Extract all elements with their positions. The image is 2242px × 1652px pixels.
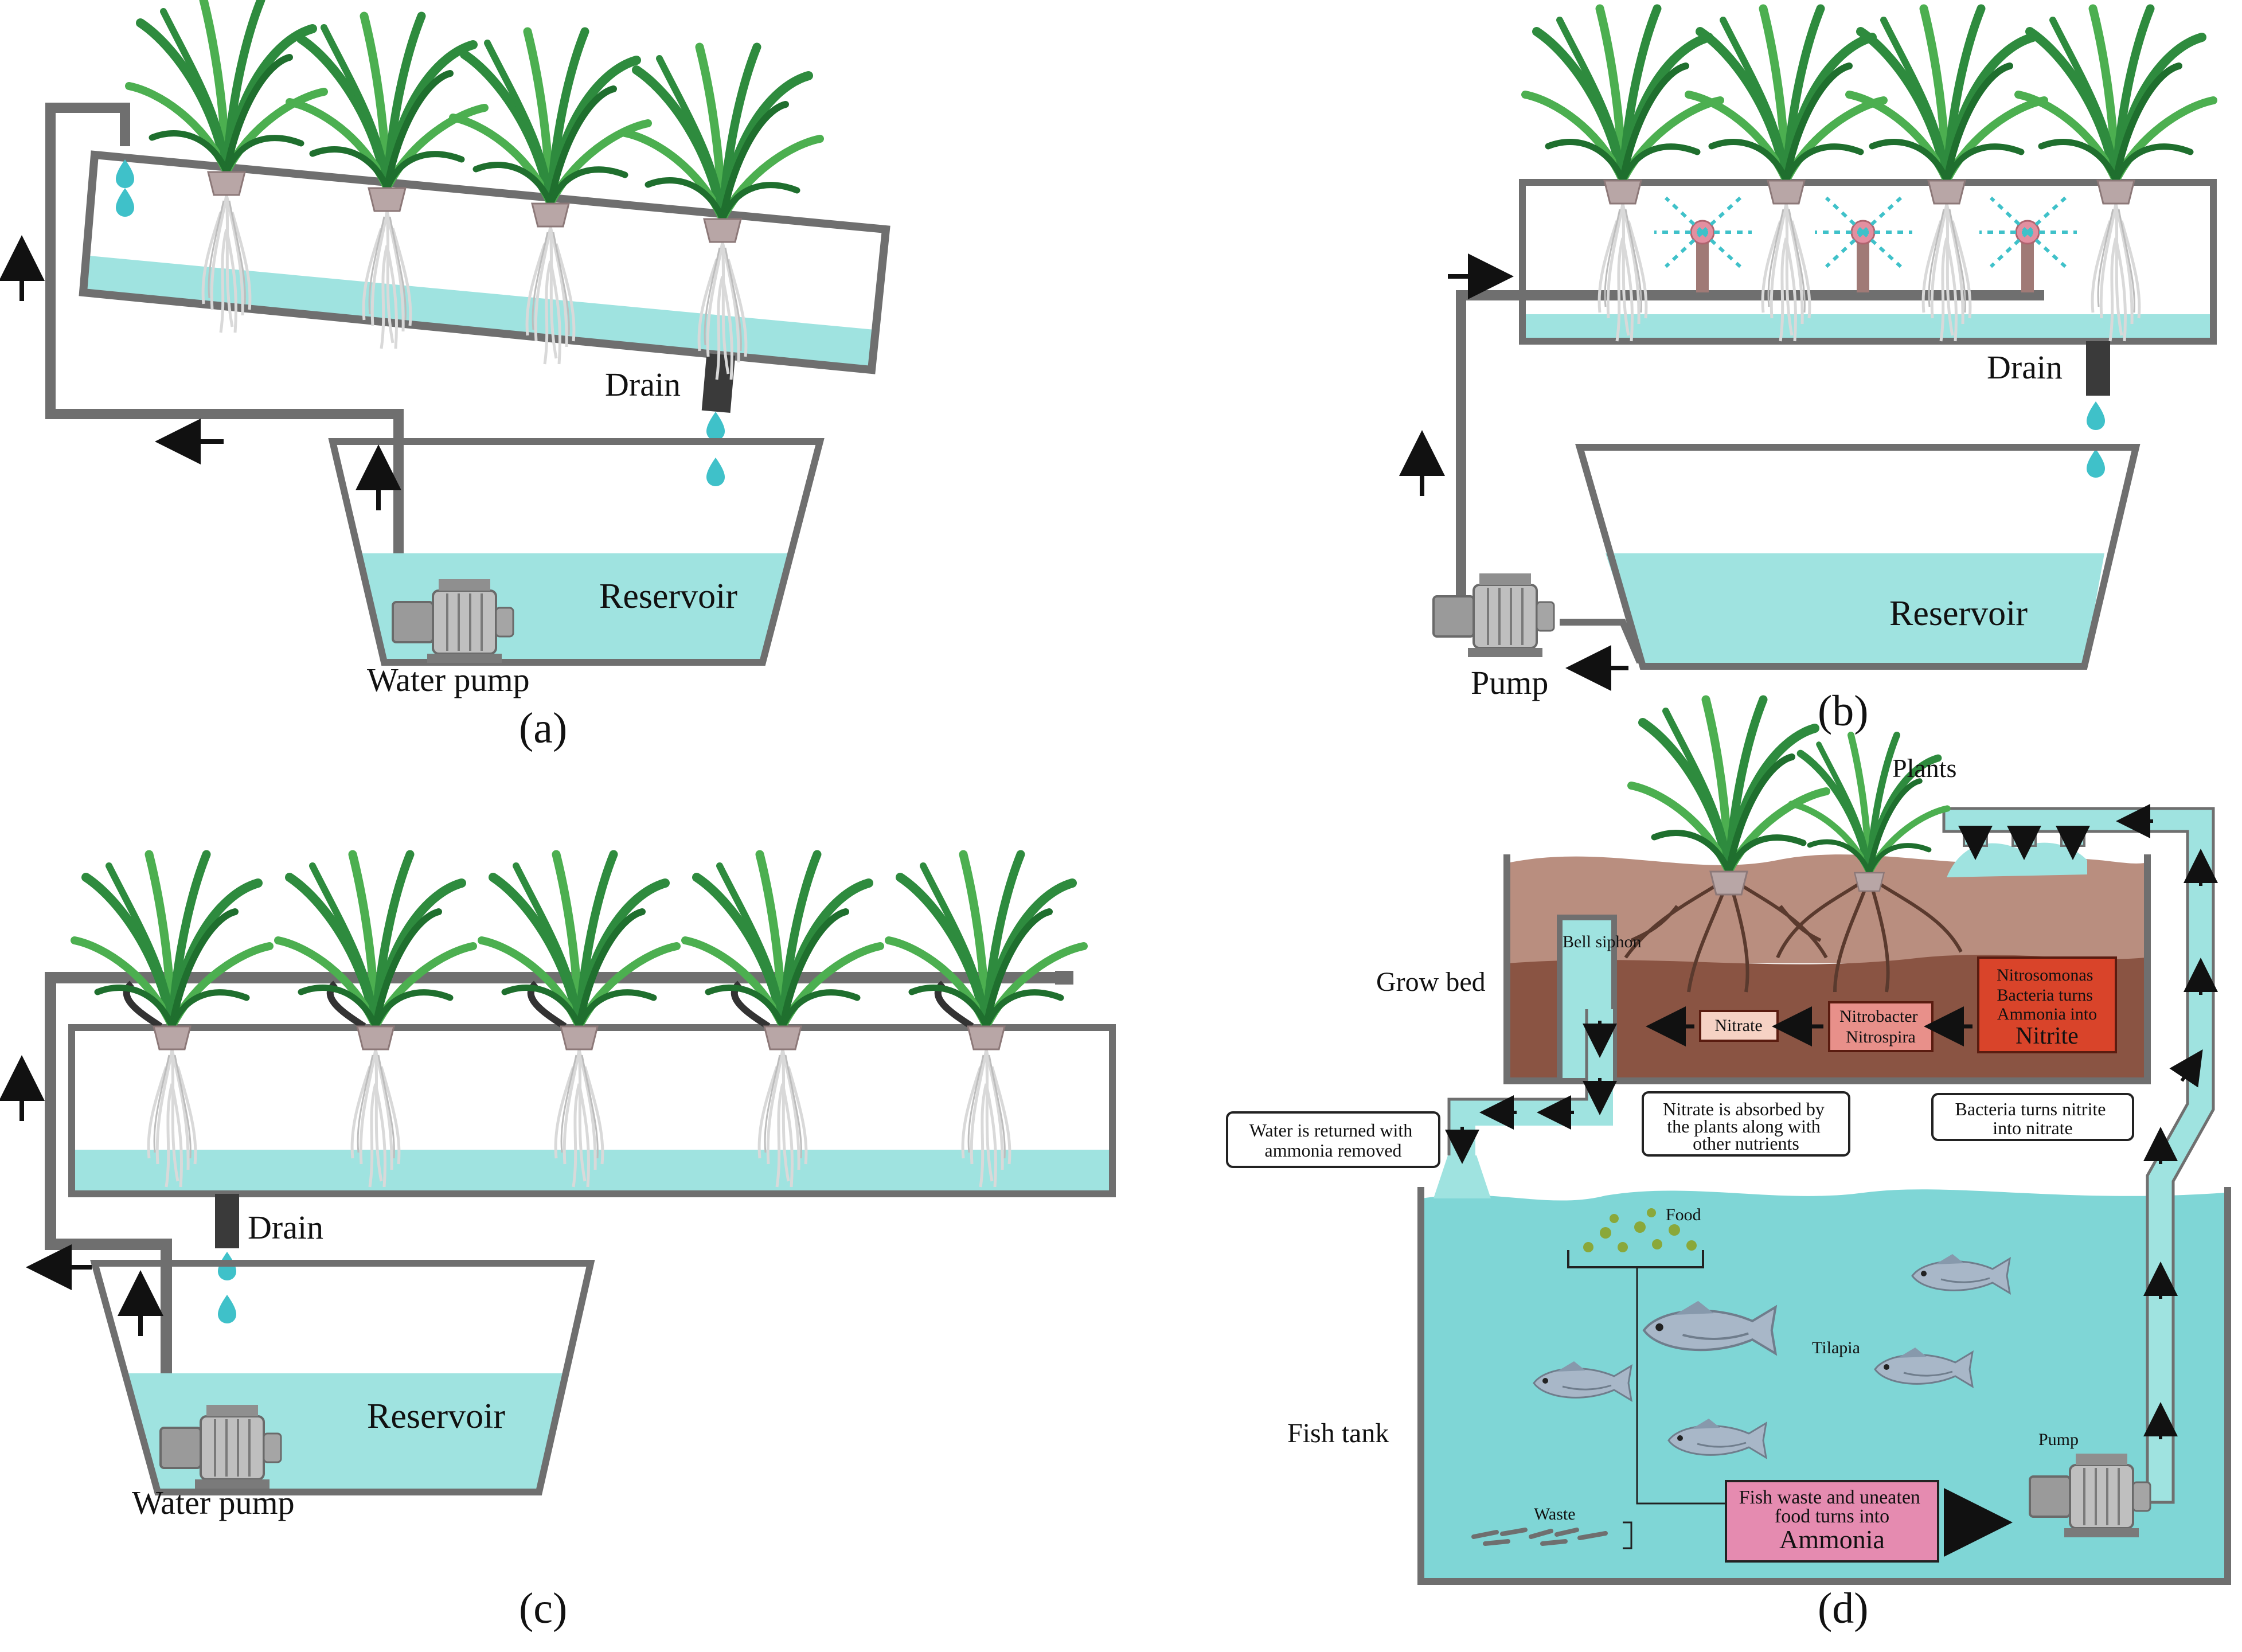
- panel-b: Drain Reservoir Pump (b): [1399, 9, 2217, 735]
- bacteria-nitrite-text-1: Bacteria turns nitrite: [1955, 1099, 2106, 1119]
- plant-icon: [889, 854, 1084, 1187]
- bacteria-nitrite-text-2: into nitrate: [1993, 1118, 2073, 1138]
- svg-text:Nitrobacter Nitrospira: Nitrobacter Nitrospira: [1839, 1007, 1922, 1046]
- food-pellets: [1583, 1208, 1697, 1252]
- plant-icon: [482, 854, 677, 1187]
- nitrobacter-text-1: Nitrobacter: [1839, 1007, 1918, 1026]
- waste-label: Waste: [1534, 1505, 1576, 1524]
- nitrosomonas-text-3: Ammonia into: [1997, 1005, 2097, 1024]
- plant-icon: [2018, 9, 2213, 341]
- grow-bed-label: Grow bed: [1376, 967, 1486, 997]
- water-drop-icon: [218, 1295, 236, 1323]
- panel-caption-c: (c): [519, 1584, 567, 1633]
- fish-tank-frame: [1417, 1187, 2231, 1585]
- plant-icon: [1624, 700, 1826, 993]
- nitrate-absorbed-text-3: other nutrients: [1693, 1133, 1799, 1154]
- pump-label: Pump: [2038, 1430, 2079, 1449]
- drain-c: [215, 1194, 239, 1248]
- reservoir-water-b: [1606, 553, 2104, 665]
- water-drop-icon: [116, 188, 134, 217]
- reservoir-frame-c: [90, 1260, 595, 1495]
- trough-water-c: [72, 1150, 1112, 1193]
- panel-caption-d: (d): [1818, 1584, 1869, 1633]
- svg-text:Water is returned with a: Water is returned with ammonia removed: [1249, 1120, 1417, 1161]
- water-drop-icon: [706, 458, 725, 486]
- pipe-end-cap: [1055, 971, 1073, 985]
- bell-siphon-label: Bell siphon: [1563, 932, 1642, 951]
- supply-pipe-b: [1456, 290, 2044, 599]
- grow-bed-soil-top: [1507, 854, 2145, 963]
- water-drop-icon: [706, 412, 725, 440]
- food-label: Food: [1666, 1205, 1701, 1224]
- plants-label: Plants: [1892, 753, 1956, 783]
- nitrate-absorbed-text-2: the plants along with: [1667, 1116, 1821, 1137]
- tilapia-label: Tilapia: [1812, 1338, 1860, 1357]
- plant-icon: [75, 854, 269, 1187]
- water-returned-box: [1226, 1111, 1440, 1168]
- return-pipe-b: [1560, 619, 1643, 664]
- water-returned-text-2: ammonia removed: [1264, 1140, 1401, 1161]
- reservoir-label: Reservoir: [599, 577, 737, 616]
- flow-arrow-icons: [1445, 804, 2218, 1439]
- ammonia-label: Ammonia: [1779, 1525, 1885, 1554]
- nitrate-box: [1699, 1010, 1779, 1042]
- nitrobacter-text-2: Nitrospira: [1846, 1028, 1916, 1046]
- water-drop-icon: [116, 159, 134, 188]
- nitrite-label: Nitrite: [2016, 1023, 2079, 1049]
- waterfall: [1434, 1155, 1491, 1198]
- water-drop-icon: [2087, 449, 2105, 478]
- nitrate-label: Nitrate: [1714, 1016, 1762, 1035]
- pump-icon: [1432, 572, 1555, 658]
- waste-bracket: [1623, 1521, 1632, 1549]
- drain-label: Drain: [248, 1209, 323, 1246]
- fish-tank-water: [1422, 1189, 2225, 1580]
- water-drop-icon: [2087, 401, 2105, 430]
- nitrobacter-box: [1828, 1001, 1934, 1052]
- reservoir-frame-b: [1575, 444, 2141, 670]
- trough-frame-b: [1519, 179, 2217, 345]
- nitrosomonas-box: [1977, 956, 2117, 1053]
- water-pump-label: Water pump: [367, 661, 530, 698]
- svg-text:Bacteria turns nitrite i: Bacteria turns nitrite into nitrate: [1955, 1099, 2110, 1138]
- reservoir-label: Reservoir: [1889, 594, 2028, 633]
- fish-tank-label: Fish tank: [1287, 1418, 1389, 1448]
- reservoir-label: Reservoir: [367, 1397, 505, 1436]
- panel-c: Drain Reservoir Water pump (c): [0, 854, 1116, 1633]
- svg-text:Nitrate is absorbed by t: Nitrate is absorbed by the plants along …: [1663, 1099, 1829, 1154]
- nitrosomonas-text-2: Bacteria turns: [1997, 986, 2093, 1005]
- drain-label: Drain: [605, 366, 681, 403]
- grow-bed-frame: [1503, 854, 2151, 1084]
- bacteria-nitrite-box: [1931, 1093, 2134, 1141]
- grow-bed-water-pool: [1947, 842, 2087, 877]
- panel-a: Drain Reservoir Water pump (a): [0, 0, 890, 752]
- nitrate-absorbed-text-1: Nitrate is absorbed by: [1663, 1099, 1825, 1119]
- water-returned-text-1: Water is returned with: [1249, 1120, 1412, 1141]
- ammonia-text-2: food turns into: [1775, 1506, 1889, 1527]
- spray-mist: [1654, 196, 2077, 268]
- ammonia-text-1: Fish waste and uneaten: [1739, 1487, 1920, 1508]
- pump-label: Pump: [1471, 664, 1548, 701]
- trough-water-a: [83, 255, 874, 367]
- svg-text:Fish waste and uneaten f: Fish waste and uneaten food turns into: [1739, 1487, 1925, 1527]
- panel-caption-b: (b): [1818, 687, 1869, 735]
- drain-label: Drain: [1987, 349, 2063, 386]
- plant-icon: [1776, 735, 1963, 993]
- water-pump-label: Water pump: [132, 1484, 295, 1521]
- reservoir-frame-a: [328, 438, 825, 666]
- nitrate-absorbed-box: [1642, 1091, 1850, 1157]
- ammonia-box: [1725, 1480, 1939, 1563]
- nitrosomonas-text-1: Nitrosomonas: [1997, 966, 2093, 985]
- plant-icon: [685, 854, 880, 1187]
- trough-frame-a: [79, 150, 890, 374]
- drain-b: [2086, 341, 2110, 396]
- food-connector: [1636, 1267, 1726, 1505]
- panel-d: Plants Grow bed Bell siphon Nitrosomonas…: [1226, 700, 2231, 1633]
- plant-icon: [278, 854, 473, 1187]
- waste-particles: [1471, 1528, 1608, 1546]
- food-bracket: [1567, 1250, 1704, 1268]
- svg-text:Nitrosomonas Bacteria tu: Nitrosomonas Bacteria turns Ammonia into: [1997, 966, 2098, 1024]
- panel-caption-a: (a): [519, 704, 567, 752]
